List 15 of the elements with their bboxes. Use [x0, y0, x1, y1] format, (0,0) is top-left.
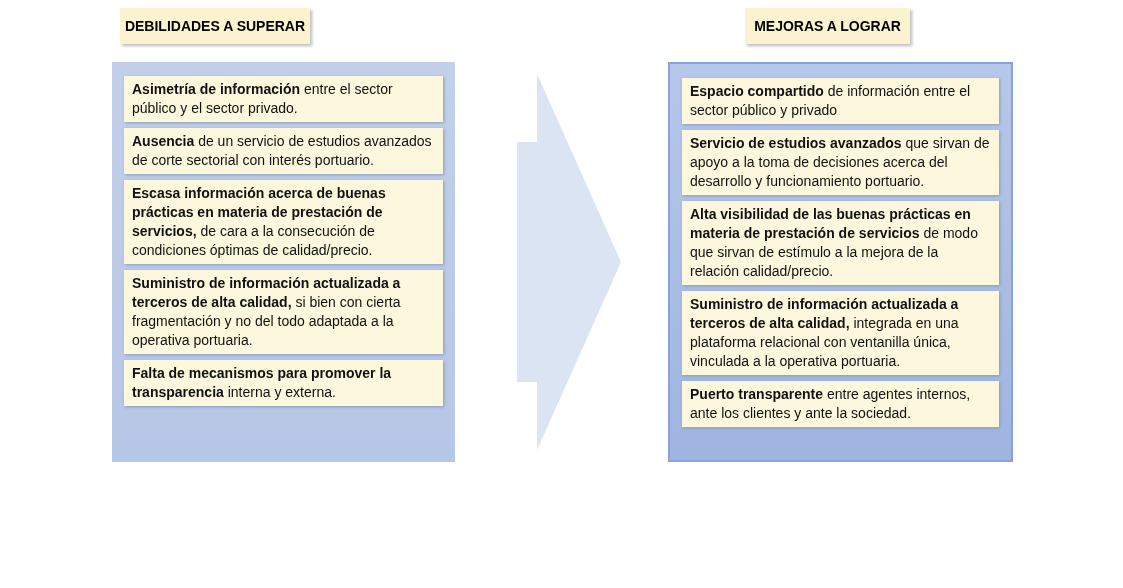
- text-box: Suministro de información actualizada a terceros de alta calidad, si bien con cierta fragmentación y no del todo adaptada a la operativa portuaria.: [124, 270, 443, 354]
- text-box: Falta de mecanismos para promover la transparencia interna y externa.: [124, 360, 443, 406]
- panel: [112, 62, 455, 462]
- arrow: [517, 74, 621, 450]
- text-box: Suministro de información actualizada a terceros de alta calidad, integrada en una plataforma relacional con ventanilla única, vinculada a la operativa portuaria.: [682, 291, 999, 375]
- text-box: Alta visibilidad de las buenas prácticas en materia de prestación de servicios de modo que sirvan de estímulo a la mejora de la relación calidad/precio.: [682, 201, 999, 285]
- text-box: Asimetría de información entre el sector público y el sector privado.: [124, 76, 443, 122]
- text-box: Escasa información acerca de buenas prácticas en materia de prestación de servicios, de cara a la consecución de condiciones óptimas de calidad/precio.: [124, 180, 443, 264]
- column-heading: MEJORAS A LOGRAR: [745, 8, 910, 44]
- column-heading: DEBILIDADES A SUPERAR: [120, 8, 310, 44]
- panel: [668, 62, 1013, 462]
- text-box: Ausencia de un servicio de estudios avanzados de corte sectorial con interés portuario.: [124, 128, 443, 174]
- text-box: Puerto transparente entre agentes internos, ante los clientes y ante la sociedad.: [682, 381, 999, 427]
- text-box: Espacio compartido de información entre el sector público y privado: [682, 78, 999, 124]
- text-box: Servicio de estudios avanzados que sirvan de apoyo a la toma de decisiones acerca del desarrollo y funcionamiento portuario.: [682, 130, 999, 195]
